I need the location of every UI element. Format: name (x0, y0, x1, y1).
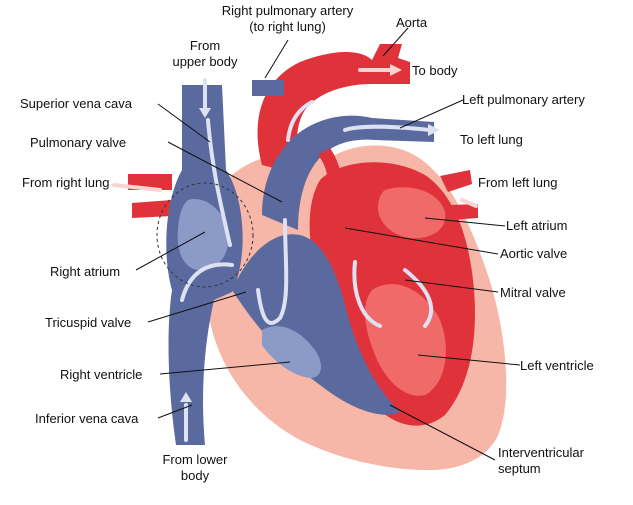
label-right-pulmonary-artery-line1: Right pulmonary artery (221, 3, 354, 18)
left-atrium-light (378, 187, 446, 239)
red-arrow-heads (390, 64, 402, 76)
flow-arrows (180, 78, 434, 442)
arrow-heads (180, 108, 440, 402)
label-right-pulmonary-artery-line2: (to right lung) (249, 19, 326, 34)
left-pulmonary-branch-red (318, 148, 343, 215)
right-atrium-light (177, 199, 229, 271)
label-right-pulmonary-artery: Right pulmonary artery (to right lung) (210, 3, 365, 35)
pulmonary-veins-right-red (128, 174, 172, 218)
pulmonary-trunk (262, 115, 434, 230)
red-flow-arrows (112, 68, 478, 208)
leader-lines (135, 27, 521, 461)
label-tricuspid-valve: Tricuspid valve (45, 315, 132, 330)
label-superior-vena-cava: Superior vena cava (20, 96, 133, 111)
right-pulmonary-artery-vessel (252, 80, 284, 96)
label-to-body: To body (412, 63, 458, 78)
label-from-lower-body-line2: body (180, 468, 210, 483)
label-interventricular-septum: Interventricular septum (498, 445, 584, 477)
label-left-pulmonary-artery: Left pulmonary artery (462, 92, 585, 107)
label-from-right-lung: From right lung (22, 175, 110, 190)
left-ventricle-light (364, 284, 446, 396)
label-interventricular-septum-line1: Interventricular (498, 445, 584, 460)
label-from-left-lung: From left lung (478, 175, 558, 190)
right-atrium-dashed-outline (156, 182, 254, 288)
label-from-upper-body: From upper body (155, 38, 255, 70)
label-pulmonary-valve: Pulmonary valve (30, 135, 127, 150)
pulmonary-veins-left-red (440, 170, 478, 220)
right-ventricle-light (262, 326, 322, 378)
label-from-lower-body: From lower body (140, 452, 250, 484)
label-right-atrium: Right atrium (50, 264, 121, 279)
label-left-ventricle: Left ventricle (520, 358, 594, 373)
label-inferior-vena-cava: Inferior vena cava (35, 411, 139, 426)
label-to-left-lung: To left lung (460, 132, 523, 147)
label-right-ventricle: Right ventricle (60, 367, 143, 382)
label-interventricular-septum-line2: septum (498, 461, 541, 476)
label-aorta: Aorta (396, 15, 428, 30)
label-from-upper-body-line1: From (189, 38, 221, 53)
right-ventricle (232, 234, 400, 415)
label-from-lower-body-line1: From lower (162, 452, 228, 467)
label-aortic-valve: Aortic valve (500, 246, 568, 261)
label-from-upper-body-line2: upper body (172, 54, 238, 69)
label-mitral-valve: Mitral valve (500, 285, 566, 300)
label-left-atrium: Left atrium (506, 218, 568, 233)
